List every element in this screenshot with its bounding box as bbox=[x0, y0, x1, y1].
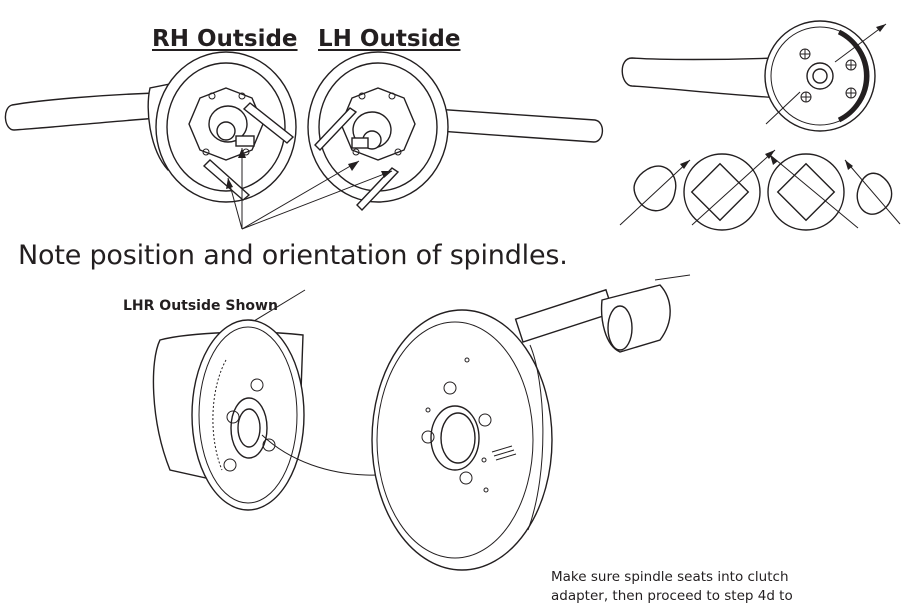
lh-spindle-arrows bbox=[241, 160, 393, 230]
instruction-line-2: adapter, then proceed to step 4d to bbox=[551, 588, 793, 604]
lh-outside-lever bbox=[307, 51, 604, 212]
detail-lever-top-right bbox=[621, 20, 887, 132]
lhr-exploded-view bbox=[152, 274, 691, 571]
spindle-orientation-shapes bbox=[619, 149, 901, 231]
instruction-text: Make sure spindle seats into clutch adap… bbox=[551, 568, 851, 606]
rh-outside-label: RH Outside bbox=[152, 26, 298, 52]
rh-spindle-arrows bbox=[226, 148, 246, 230]
lhr-outside-shown-label: LHR Outside Shown bbox=[123, 298, 278, 314]
lh-outside-label: LH Outside bbox=[318, 26, 461, 52]
rh-outside-lever bbox=[4, 51, 297, 203]
spindle-note: Note position and orientation of spindle… bbox=[18, 240, 568, 271]
instruction-line-1: Make sure spindle seats into clutch bbox=[551, 569, 789, 585]
